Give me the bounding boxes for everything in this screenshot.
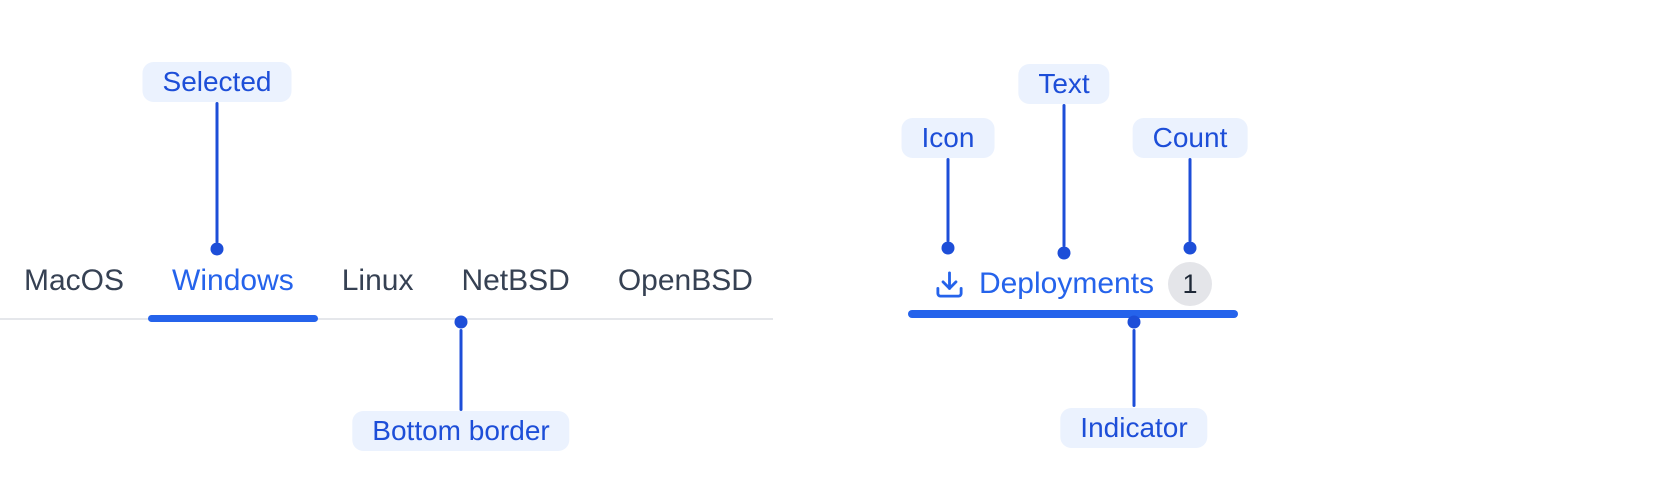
annotation-text-line	[1062, 104, 1066, 247]
annotation-bottom-border-dot	[454, 315, 468, 329]
annotation-selected-dot	[210, 242, 224, 256]
annotation-bottom-border-line	[459, 329, 463, 411]
annotation-count-dot	[1183, 241, 1197, 255]
selected-tab-underline	[148, 315, 318, 322]
deployments-tab-content: Deployments 1	[908, 262, 1238, 306]
annotation-selected-line	[215, 102, 219, 243]
tab-macos[interactable]: MacOS	[0, 266, 148, 318]
active-tab-indicator	[908, 310, 1238, 318]
download-icon	[936, 270, 963, 298]
tab-openbsd[interactable]: OpenBSD	[594, 266, 777, 318]
annotation-bottom-border-label: Bottom border	[352, 411, 570, 451]
annotation-count-label: Count	[1132, 118, 1248, 158]
tab-linux[interactable]: Linux	[318, 266, 438, 318]
tab-label: OpenBSD	[617, 264, 753, 297]
tab-bar: MacOS Windows Linux NetBSD OpenBSD	[0, 264, 773, 322]
tab-label: Deployments	[978, 267, 1155, 300]
annotation-icon-line	[946, 158, 950, 242]
tab-label: MacOS	[24, 264, 125, 297]
annotation-indicator-label: Indicator	[1060, 408, 1208, 448]
annotation-icon-label: Icon	[901, 118, 995, 158]
annotation-text-dot	[1057, 246, 1071, 260]
annotation-indicator-dot	[1127, 315, 1141, 329]
count-badge: 1	[1168, 262, 1213, 306]
tab-label: NetBSD	[461, 264, 570, 297]
annotation-text-label: Text	[1018, 64, 1110, 104]
tab-windows[interactable]: Windows	[148, 264, 318, 322]
annotation-indicator-line	[1132, 329, 1136, 407]
deployments-tab[interactable]: Deployments 1	[908, 262, 1238, 318]
tab-netbsd[interactable]: NetBSD	[437, 266, 593, 318]
tab-label: Windows	[172, 264, 294, 297]
annotation-selected-label: Selected	[142, 62, 292, 102]
tab-label: Linux	[341, 264, 414, 297]
annotation-icon-dot	[941, 241, 955, 255]
annotation-count-line	[1188, 158, 1192, 242]
